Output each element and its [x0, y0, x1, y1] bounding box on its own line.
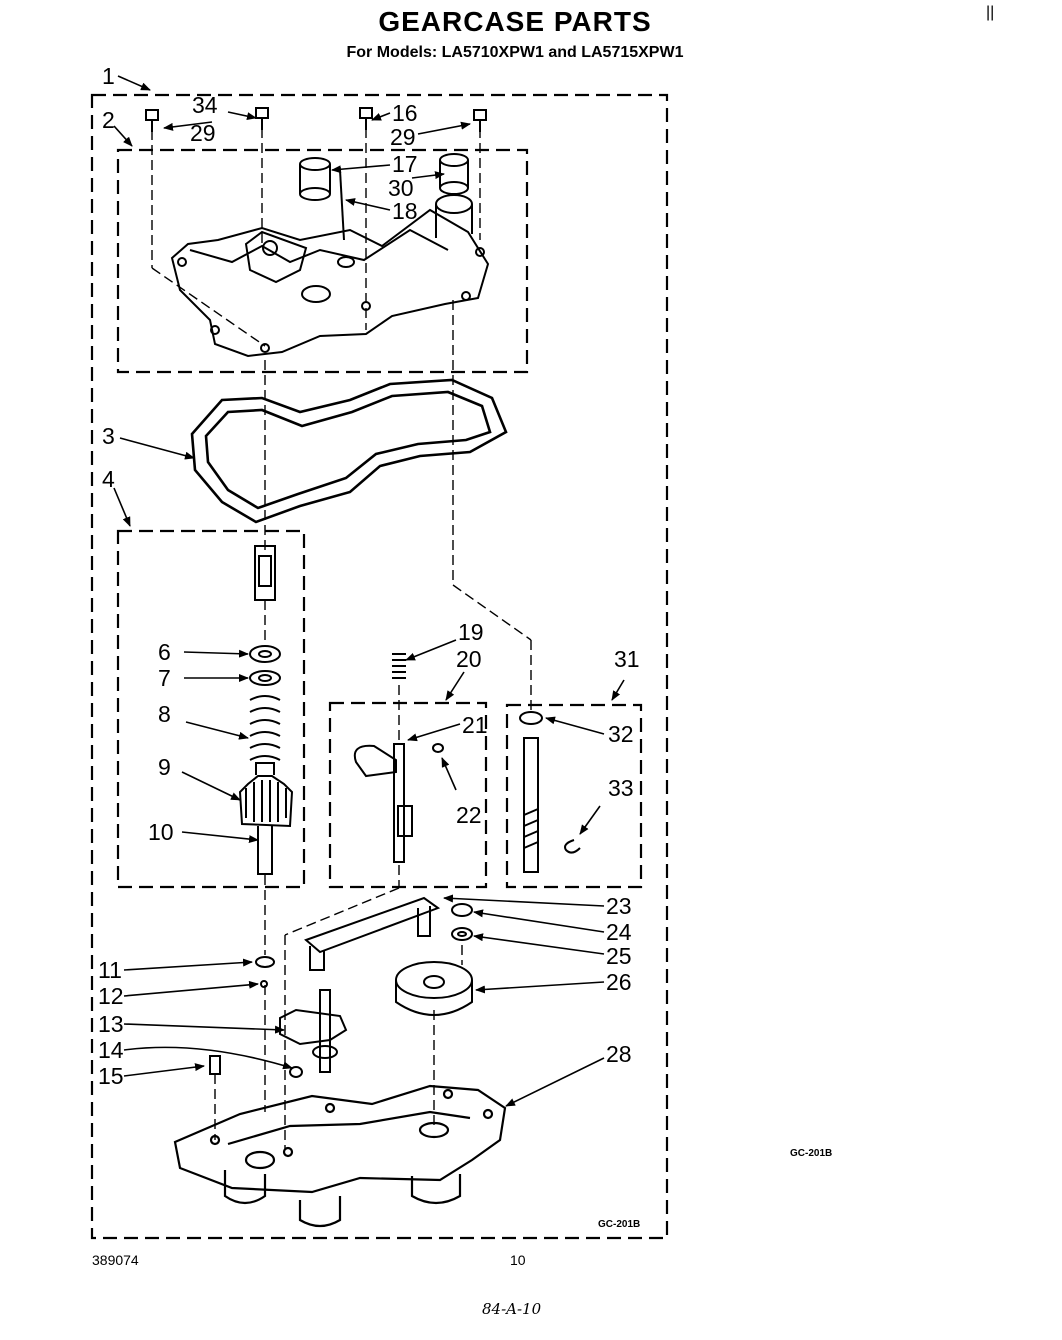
- page-subtitle: For Models: LA5710XPW1 and LA5715XPW1: [346, 44, 684, 61]
- callout-4: 4: [102, 466, 115, 492]
- callout-29b: 29: [390, 124, 416, 150]
- gear-26: [395, 961, 473, 999]
- pin-18: [339, 169, 345, 241]
- callout-15: 15: [98, 1063, 124, 1089]
- callout-20: 20: [456, 646, 482, 672]
- shifter-parts: [353, 653, 444, 863]
- screws-top: [145, 107, 487, 132]
- link-arm: [304, 896, 441, 954]
- pinion-parts: [238, 545, 294, 988]
- callout-24: 24: [606, 919, 632, 945]
- shaft-parts: [519, 711, 581, 873]
- shifter-assembly-box-20: [328, 701, 488, 889]
- callout-leaders: [113, 75, 625, 1107]
- handwritten-note: 84-A-10: [482, 1300, 542, 1318]
- callout-3: 3: [102, 423, 115, 449]
- figure-code-outside: GC-201B: [790, 1148, 833, 1159]
- callout-28: 28: [606, 1041, 632, 1067]
- callout-30: 30: [388, 175, 414, 201]
- callout-31: 31: [614, 646, 640, 672]
- cover-assembly-box-2: [116, 148, 529, 374]
- callout-21: 21: [462, 712, 488, 738]
- shaft-assembly-box-31: [505, 703, 643, 889]
- callout-14: 14: [98, 1037, 124, 1063]
- callout-10: 10: [148, 819, 174, 845]
- callout-7: 7: [158, 665, 171, 691]
- callout-9: 9: [158, 754, 171, 780]
- gasket-3: [190, 378, 508, 524]
- callout-19: 19: [458, 619, 484, 645]
- page-number: 10: [510, 1252, 526, 1268]
- gearcase-cover: [170, 208, 490, 358]
- gearcase-base-28: [173, 1084, 507, 1228]
- sector-13: [279, 1008, 348, 1046]
- figure-code-inside: GC-201B: [598, 1219, 641, 1230]
- callout-2: 2: [102, 107, 115, 133]
- callout-34: 34: [192, 92, 218, 118]
- callout-26: 26: [606, 969, 632, 995]
- callout-11: 11: [98, 957, 122, 983]
- bushing-17: [299, 164, 331, 194]
- callout-1: 1: [102, 63, 115, 89]
- callout-12: 12: [98, 983, 124, 1009]
- callout-numbers: 1 2 34 29 16 29 17 30 18 3 4 6 7 8 9 10 …: [98, 63, 640, 1089]
- callout-8: 8: [158, 701, 171, 727]
- pinion-assembly-box-4: [116, 529, 306, 889]
- callout-6: 6: [158, 639, 171, 665]
- lower-parts: [209, 896, 473, 1078]
- callout-18: 18: [392, 198, 418, 224]
- callout-22: 22: [456, 802, 482, 828]
- callout-32: 32: [608, 721, 634, 747]
- assembly-box-1: [90, 93, 669, 1240]
- callout-16: 16: [392, 100, 418, 126]
- callout-17: 17: [392, 151, 418, 177]
- document-number: 389074: [92, 1252, 139, 1268]
- corner-mark: ||: [986, 4, 995, 21]
- callout-23: 23: [606, 893, 632, 919]
- callout-13: 13: [98, 1011, 124, 1037]
- callout-25: 25: [606, 943, 632, 969]
- callout-29a: 29: [190, 120, 216, 146]
- callout-33: 33: [608, 775, 634, 801]
- page-title: GEARCASE PARTS: [378, 6, 652, 37]
